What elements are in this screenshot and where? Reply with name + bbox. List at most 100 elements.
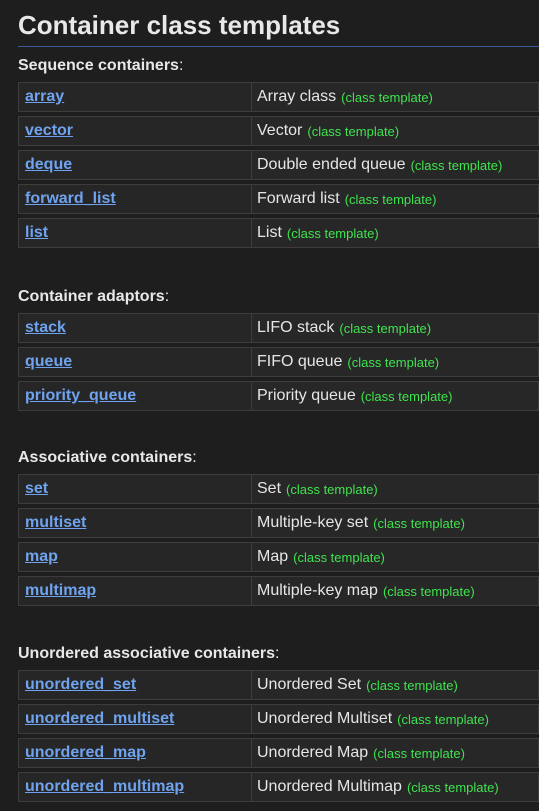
name-cell: unordered_map: [18, 738, 251, 768]
description-cell: Map(class template): [251, 542, 539, 572]
description-text: Unordered Set: [257, 676, 362, 693]
name-cell: unordered_multiset: [18, 704, 251, 734]
container-link-unordered-map[interactable]: unordered_map: [25, 744, 146, 761]
table-row: multiset Multiple-key set(class template…: [18, 508, 539, 538]
description-cell: Array class(class template): [251, 82, 539, 112]
table-row: set Set(class template): [18, 474, 539, 504]
section-sequence-containers: Sequence containers: array Array class(c…: [18, 55, 539, 252]
description-cell: Unordered Map(class template): [251, 738, 539, 768]
class-template-tag: (class template): [339, 320, 432, 336]
container-link-deque[interactable]: deque: [25, 156, 73, 173]
class-template-tag: (class template): [344, 191, 437, 207]
class-template-tag: (class template): [347, 354, 440, 370]
table-row: deque Double ended queue(class template): [18, 150, 539, 180]
table-row: multimap Multiple-key map(class template…: [18, 576, 539, 606]
table-row: map Map(class template): [18, 542, 539, 572]
container-link-priority-queue[interactable]: priority_queue: [25, 387, 137, 404]
class-template-tag: (class template): [360, 388, 453, 404]
name-cell: vector: [18, 116, 251, 146]
container-link-stack[interactable]: stack: [25, 319, 66, 336]
description-text: Double ended queue: [257, 156, 406, 173]
section-container-adaptors: Container adaptors: stack LIFO stack(cla…: [18, 286, 539, 415]
class-template-tag: (class template): [373, 745, 465, 761]
description-cell: List(class template): [251, 218, 539, 248]
description-text: Priority queue: [257, 387, 356, 404]
table-row: unordered_set Unordered Set(class templa…: [18, 670, 539, 700]
container-link-list[interactable]: list: [25, 224, 49, 241]
section-associative-containers: Associative containers: set Set(class te…: [18, 447, 539, 610]
table-row: priority_queue Priority queue(class temp…: [18, 381, 539, 411]
section-unordered-associative-containers: Unordered associative containers: unorde…: [18, 643, 539, 806]
class-template-tag: (class template): [341, 89, 433, 105]
name-cell: priority_queue: [18, 381, 251, 411]
section-heading: Container adaptors:: [18, 288, 170, 305]
name-cell: set: [18, 474, 251, 504]
container-link-unordered-multiset[interactable]: unordered_multiset: [25, 710, 175, 727]
container-link-forward-list[interactable]: forward_list: [25, 190, 116, 207]
class-template-tag: (class template): [307, 123, 400, 139]
class-template-tag: (class template): [366, 677, 458, 693]
description-cell: Unordered Multiset(class template): [251, 704, 539, 734]
description-text: Unordered Multimap: [257, 778, 402, 795]
name-cell: map: [18, 542, 251, 572]
description-text: Set: [257, 480, 282, 497]
description-cell: Priority queue(class template): [251, 381, 539, 411]
name-cell: array: [18, 82, 251, 112]
description-text: Array class: [257, 88, 337, 105]
description-text: FIFO queue: [257, 353, 343, 370]
container-link-queue[interactable]: queue: [25, 353, 73, 370]
name-cell: multimap: [18, 576, 251, 606]
description-cell: Vector(class template): [251, 116, 539, 146]
description-cell: LIFO stack(class template): [251, 313, 539, 343]
class-template-tag: (class template): [286, 481, 378, 497]
description-text: Map: [257, 548, 289, 565]
description-text: Multiple-key set: [257, 514, 369, 531]
container-link-set[interactable]: set: [25, 480, 49, 497]
section-heading: Sequence containers:: [18, 57, 184, 74]
title-divider: [18, 46, 539, 47]
container-link-array[interactable]: array: [25, 88, 65, 105]
description-text: Multiple-key map: [257, 582, 378, 599]
class-template-tag: (class template): [293, 549, 385, 565]
description-cell: Set(class template): [251, 474, 539, 504]
container-link-multimap[interactable]: multimap: [25, 582, 97, 599]
description-cell: Forward list(class template): [251, 184, 539, 214]
description-cell: FIFO queue(class template): [251, 347, 539, 377]
page-title: Container class templates: [18, 10, 341, 40]
table-row: array Array class(class template): [18, 82, 539, 112]
name-cell: deque: [18, 150, 251, 180]
class-template-tag: (class template): [406, 779, 499, 795]
description-text: Forward list: [257, 190, 340, 207]
table-row: list List(class template): [18, 218, 539, 248]
container-link-vector[interactable]: vector: [25, 122, 74, 139]
class-template-tag: (class template): [373, 515, 465, 531]
container-link-unordered-set[interactable]: unordered_set: [25, 676, 137, 693]
section-heading: Unordered associative containers:: [18, 645, 280, 662]
description-text: Unordered Map: [257, 744, 369, 761]
table-row: forward_list Forward list(class template…: [18, 184, 539, 214]
container-link-map[interactable]: map: [25, 548, 58, 565]
description-text: Unordered Multiset: [257, 710, 393, 727]
table-row: unordered_multimap Unordered Multimap(cl…: [18, 772, 539, 802]
table-row: queue FIFO queue(class template): [18, 347, 539, 377]
description-text: LIFO stack: [257, 319, 335, 336]
name-cell: unordered_set: [18, 670, 251, 700]
name-cell: multiset: [18, 508, 251, 538]
table-row: vector Vector(class template): [18, 116, 539, 146]
name-cell: unordered_multimap: [18, 772, 251, 802]
table-row: stack LIFO stack(class template): [18, 313, 539, 343]
class-template-tag: (class template): [397, 711, 489, 727]
class-template-tag: (class template): [286, 225, 379, 241]
description-text: Vector: [257, 122, 303, 139]
section-heading: Associative containers:: [18, 449, 197, 466]
container-link-multiset[interactable]: multiset: [25, 514, 87, 531]
description-cell: Double ended queue(class template): [251, 150, 539, 180]
description-cell: Unordered Multimap(class template): [251, 772, 539, 802]
description-text: List: [257, 224, 282, 241]
container-link-unordered-multimap[interactable]: unordered_multimap: [25, 778, 185, 795]
name-cell: forward_list: [18, 184, 251, 214]
name-cell: list: [18, 218, 251, 248]
name-cell: queue: [18, 347, 251, 377]
table-row: unordered_map Unordered Map(class templa…: [18, 738, 539, 768]
name-cell: stack: [18, 313, 251, 343]
